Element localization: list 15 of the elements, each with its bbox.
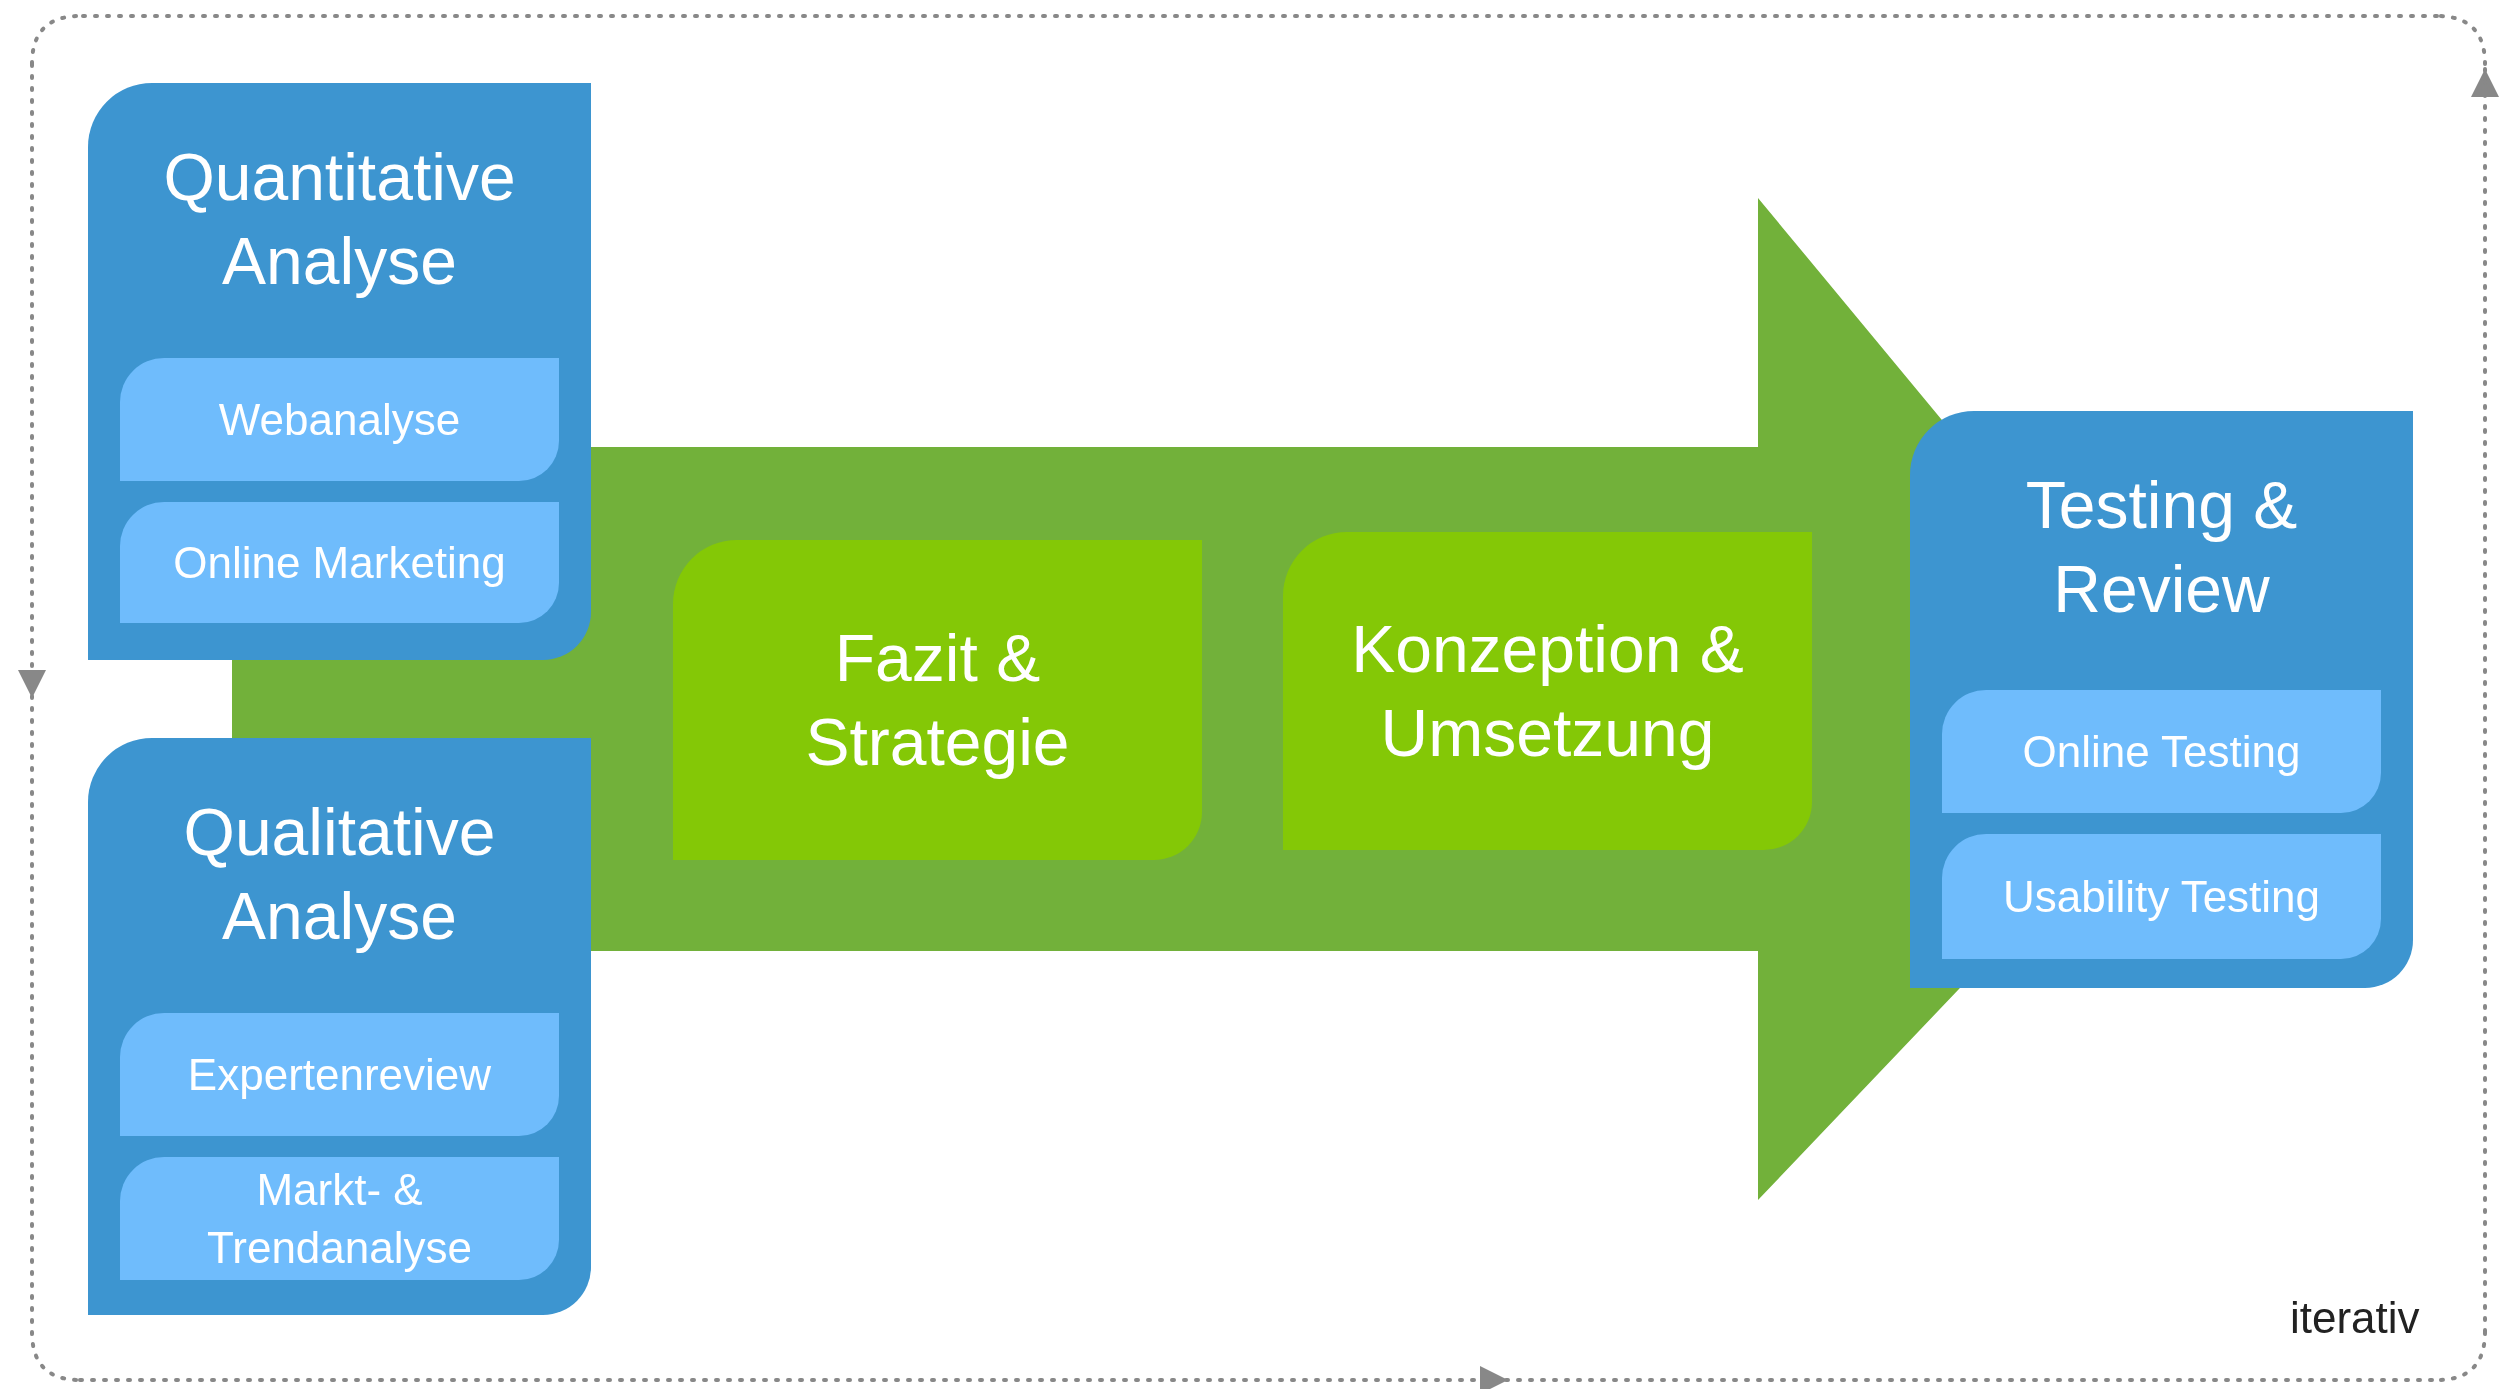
method-box: Online Testing [1942,690,2381,813]
card-title: Qualitative Analyse [182,794,497,956]
method-box: Expertenreview [120,1013,559,1136]
method-box: Markt- & Trendanalyse [120,1157,559,1280]
process-box: Fazit & Strategie [673,540,1202,860]
method-box: Webanalyse [120,358,559,481]
process-box: Konzeption & Umsetzung [1283,532,1812,850]
category-card [88,738,591,1315]
category-card [88,83,591,660]
note-text: iterativ [2290,1293,2420,1343]
category-card [1910,411,2413,988]
card-title: Testing & Review [2024,467,2299,629]
method-box: Online Marketing [120,502,559,623]
method-box: Usability Testing [1942,834,2381,959]
card-title: Quantitative Analyse [162,139,517,301]
